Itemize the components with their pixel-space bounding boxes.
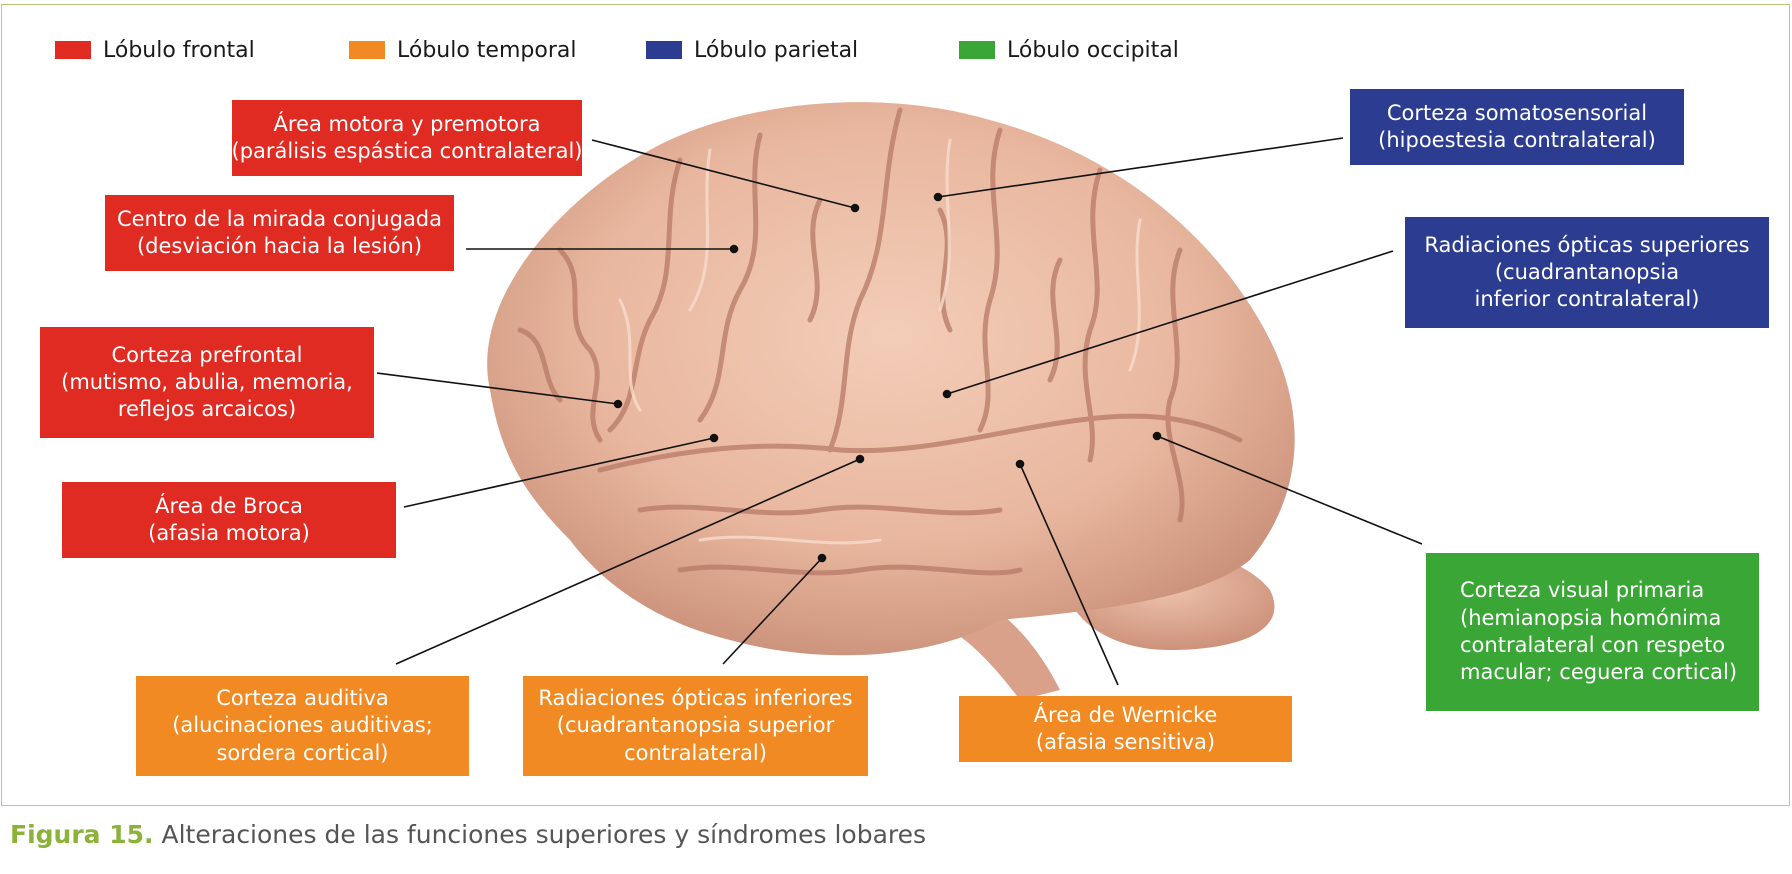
label-corteza-visual-primaria: Corteza visual primaria (hemianopsia hom… [1426, 553, 1759, 711]
label-area-broca-line1: Área de Broca [155, 493, 303, 518]
legend-label-occipital: Lóbulo occipital [1007, 37, 1179, 63]
label-radiaciones-opticas-superiores-line2: (cuadrantanopsia [1494, 259, 1680, 284]
label-corteza-somatosensorial: Corteza somatosensorial (hipoestesia con… [1350, 89, 1684, 165]
label-corteza-somatosensorial-line2: (hipoestesia contralateral) [1378, 128, 1656, 152]
legend-item-occipital: Lóbulo occipital [959, 30, 1179, 70]
label-centro-mirada: Centro de la mirada conjugada (desviació… [105, 195, 454, 271]
label-corteza-auditiva: Corteza auditiva (alucinaciones auditiva… [136, 676, 469, 776]
legend-swatch-frontal [55, 41, 91, 59]
label-corteza-visual-primaria-line3: contralateral con respeto [1460, 633, 1726, 657]
legend-label-frontal: Lóbulo frontal [103, 37, 255, 63]
legend-label-temporal: Lóbulo temporal [397, 37, 577, 63]
leader-dot-somatosensorial [933, 192, 943, 202]
legend-swatch-temporal [349, 41, 385, 59]
label-corteza-auditiva-line2: (alucinaciones auditivas; [172, 713, 433, 738]
leader-lines [376, 137, 1423, 686]
label-centro-mirada-line2: (desviación hacia la lesión) [136, 234, 423, 258]
label-area-broca-line2: (afasia motora) [148, 521, 310, 545]
label-corteza-prefrontal-line1: Corteza prefrontal [111, 342, 303, 367]
label-area-wernicke: Área de Wernicke (afasia sensitiva) [959, 696, 1292, 762]
leader-dot-mirada [729, 244, 739, 254]
leader-line-wernicke [1019, 463, 1119, 686]
label-radiaciones-opticas-inferiores-line3: contralateral) [624, 740, 767, 765]
label-area-motora-line2: (parálisis espástica contralateral) [231, 139, 583, 163]
figure-caption-text: Alteraciones de las funciones superiores… [161, 820, 927, 849]
label-corteza-auditiva-line3: sordera cortical) [216, 740, 389, 765]
leader-line-broca [403, 437, 715, 508]
label-corteza-somatosensorial-line1: Corteza somatosensorial [1386, 100, 1648, 125]
leader-line-prefrontal [376, 372, 619, 405]
legend-item-parietal: Lóbulo parietal [646, 30, 858, 70]
leader-dot-prefrontal [613, 399, 623, 409]
legend-swatch-parietal [646, 41, 682, 59]
label-corteza-prefrontal-line2: (mutismo, abulia, memoria, [61, 369, 353, 394]
label-radiaciones-opticas-superiores-line1: Radiaciones ópticas superiores [1424, 232, 1750, 257]
label-area-wernicke-line2: (afasia sensitiva) [1035, 730, 1216, 754]
legend-swatch-occipital [959, 41, 995, 59]
label-corteza-prefrontal: Corteza prefrontal (mutismo, abulia, mem… [40, 327, 374, 438]
figure-caption: Figura 15. Alteraciones de las funciones… [10, 820, 926, 849]
leader-dot-wernicke [1015, 459, 1025, 469]
leader-dot-opticas-inferiores [817, 553, 827, 563]
label-radiaciones-opticas-inferiores: Radiaciones ópticas inferiores (cuadrant… [523, 676, 868, 776]
leader-line-motora [591, 139, 856, 209]
label-centro-mirada-line1: Centro de la mirada conjugada [116, 206, 443, 231]
legend-item-temporal: Lóbulo temporal [349, 30, 576, 70]
leader-dot-visual [1152, 431, 1162, 441]
legend-item-frontal: Lóbulo frontal [55, 30, 255, 70]
label-area-motora: Área motora y premotora (parálisis espás… [232, 100, 582, 176]
leader-dot-opticas-superiores [942, 389, 952, 399]
label-corteza-auditiva-line1: Corteza auditiva [216, 686, 389, 711]
label-radiaciones-opticas-superiores-line3: inferior contralateral) [1474, 287, 1700, 312]
figure-number: Figura 15. [10, 820, 154, 849]
brain-illustration [487, 102, 1295, 700]
leader-line-opticas-inferiores [722, 557, 823, 665]
label-corteza-visual-primaria-line4: macular; ceguera cortical) [1460, 660, 1738, 685]
label-radiaciones-opticas-inferiores-line1: Radiaciones ópticas inferiores [538, 686, 853, 711]
label-area-broca: Área de Broca (afasia motora) [62, 482, 396, 558]
leader-dot-motora [850, 203, 860, 213]
label-corteza-visual-primaria-line1: Corteza visual primaria [1460, 578, 1705, 603]
leader-line-somatosensorial [937, 137, 1344, 198]
leader-line-opticas-superiores [946, 250, 1394, 395]
label-area-wernicke-line1: Área de Wernicke [1033, 702, 1218, 727]
label-area-motora-line1: Área motora y premotora [273, 111, 541, 136]
leader-dot-auditiva [855, 454, 865, 464]
leader-line-auditiva [395, 458, 861, 665]
label-radiaciones-opticas-superiores: Radiaciones ópticas superiores (cuadrant… [1405, 217, 1769, 328]
leader-dot-broca [709, 433, 719, 443]
legend-label-parietal: Lóbulo parietal [694, 37, 859, 63]
leader-line-visual [1156, 435, 1423, 545]
label-corteza-prefrontal-line3: reflejos arcaicos) [117, 397, 297, 422]
label-corteza-visual-primaria-line2: (hemianopsia homónima [1460, 605, 1722, 630]
label-radiaciones-opticas-inferiores-line2: (cuadrantanopsia superior [556, 713, 835, 738]
